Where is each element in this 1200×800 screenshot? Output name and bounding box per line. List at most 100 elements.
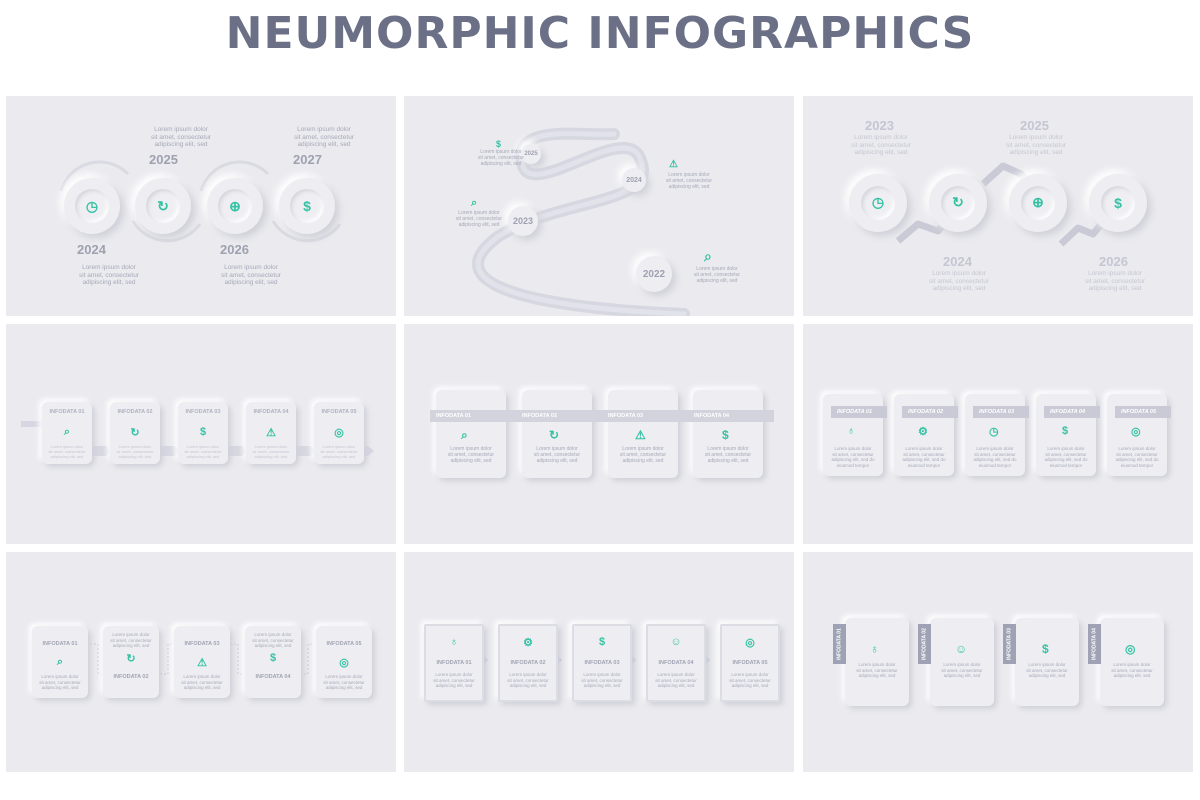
info-card: ◎ INFODATA 05 Lorem ipsum dolor sit amet… — [720, 624, 780, 702]
target-icon: ◎ — [334, 427, 344, 439]
dollar-icon: $ — [199, 426, 207, 438]
info-card: INFODATA 04 ⚠ Lorem ipsum dolor sit amet… — [246, 402, 296, 464]
year-label: 2025 — [524, 151, 538, 157]
tab-label: INFODATA 05 — [1115, 406, 1171, 418]
tab-label: INFODATA 03 — [973, 406, 1029, 418]
lorem-text: Lorem ipsum dolor sit amet, consectetur … — [116, 444, 154, 459]
info-card — [930, 618, 994, 706]
lorem-text: Lorem ipsum dolor sit amet, consectetur … — [1085, 270, 1145, 292]
panel-arrow-timeline: ◷ ↻ ⊕ $ 2023 Lorem ipsum dolor sit amet,… — [803, 96, 1193, 316]
card-label: INFODATA 03 — [584, 660, 620, 666]
year-label: 2023 — [865, 118, 894, 133]
info-card — [522, 390, 592, 478]
head-icon: ☺ — [670, 636, 682, 648]
card-label: INFODATA 04 — [255, 674, 291, 680]
tab-label: INFODATA 01 — [831, 406, 887, 418]
info-card — [1100, 618, 1164, 706]
lorem-text: Lorem ipsum dolor sit amet, consectetur … — [477, 149, 525, 167]
ribbon-label: INFODATA 03 — [602, 410, 688, 422]
side-tab-label: INFODATA 03 — [1003, 624, 1016, 664]
target-icon: ◎ — [1131, 426, 1141, 438]
lorem-text: Lorem ipsum dolor sit amet, consectetur … — [48, 444, 86, 459]
lorem-text: Lorem ipsum dolor sit amet, consectetur … — [851, 134, 911, 156]
target-icon: ◎ — [339, 657, 349, 669]
side-tab-label: INFODATA 01 — [833, 624, 846, 664]
year-label: 2024 — [626, 176, 642, 184]
warning-icon: ⚠ — [635, 428, 646, 442]
card-label: INFODATA 01 — [436, 660, 472, 666]
lorem-text: Lorem ipsum dolor sit amet, consectetur … — [533, 446, 581, 464]
lightbulb-icon: ♁ — [847, 425, 856, 437]
refresh-icon: ↻ — [130, 427, 140, 439]
info-card — [608, 390, 678, 478]
card-label: INFODATA 05 — [326, 641, 362, 647]
lorem-text: Lorem ipsum dolor sit amet, consectetur … — [79, 264, 139, 286]
dollar-icon: $ — [1042, 642, 1049, 656]
card-label: INFODATA 03 — [184, 641, 220, 647]
target-icon: ◎ — [745, 637, 755, 649]
lorem-text: Lorem ipsum dolor sit amet, consectetur … — [1111, 662, 1153, 678]
year-label: 2022 — [642, 268, 666, 280]
lorem-text: Lorem ipsum dolor sit amet, consectetur … — [184, 444, 222, 459]
head-icon: ☺ — [955, 642, 968, 656]
timeline-circle: ⊕ — [207, 178, 263, 234]
panel-circle-timeline: ◷ ↻ ⊕ $ Lorem ipsum dolor sit amet, cons… — [6, 96, 396, 316]
side-tab-label: INFODATA 04 — [1088, 624, 1101, 664]
info-card — [436, 390, 506, 478]
clock-icon: ◷ — [75, 189, 109, 223]
lorem-text: Lorem ipsum dolor sit amet, consectetur … — [323, 674, 365, 690]
search-icon: ⌕ — [471, 197, 478, 209]
ribbon-label: INFODATA 01 — [430, 410, 516, 422]
dollar-icon: $ — [722, 428, 729, 442]
card-label: INFODATA 04 — [658, 660, 694, 666]
info-card: $ INFODATA 04 — [245, 626, 301, 698]
lorem-text: Lorem ipsum dolor sit amet, consectetur … — [320, 444, 358, 459]
lightbulb-icon: ♁ — [870, 642, 879, 656]
lorem-text: Lorem ipsum dolor sit amet, consectetur … — [447, 446, 495, 464]
lorem-text: Lorem ipsum dolor sit amet, consectetur … — [1026, 662, 1068, 678]
panel-ribbon-cards: INFODATA 01 INFODATA 02 INFODATA 03 INFO… — [404, 324, 794, 544]
lorem-text: Lorem ipsum dolor sit amet, consectetur … — [1115, 446, 1159, 468]
search-icon: ⌕ — [63, 426, 71, 438]
lorem-text: Lorem ipsum dolor sit amet, consectetur … — [294, 126, 354, 148]
side-tab-label: INFODATA 02 — [918, 624, 931, 664]
card-label: INFODATA 01 — [49, 409, 85, 415]
lorem-text: Lorem ipsum dolor sit amet, consectetur … — [581, 672, 623, 688]
timeline-circle: ◷ — [849, 174, 907, 232]
tab-label: INFODATA 02 — [902, 406, 958, 418]
card-label: INFODATA 02 — [113, 674, 149, 680]
refresh-icon: ↻ — [940, 185, 976, 221]
timeline-circle: ◷ — [64, 178, 120, 234]
card-label: INFODATA 01 — [42, 641, 78, 647]
timeline-circle: ⊕ — [1009, 174, 1067, 232]
lorem-text: Lorem ipsum dolor sit amet, consectetur … — [151, 126, 211, 148]
info-card — [845, 618, 909, 706]
year-pin: 2023 — [508, 206, 538, 236]
panel-card-chain: INFODATA 01 ⌕ Lorem ipsum dolor sit amet… — [6, 324, 396, 544]
ribbon-label: INFODATA 02 — [516, 410, 602, 422]
lorem-text: Lorem ipsum dolor sit amet, consectetur … — [929, 270, 989, 292]
info-card: INFODATA 05 ◎ Lorem ipsum dolor sit amet… — [314, 402, 364, 464]
timeline-circle: ↻ — [929, 174, 987, 232]
timeline-circle: $ — [279, 178, 335, 234]
lorem-text: Lorem ipsum dolor sit amet, consectetur … — [507, 672, 549, 688]
tab-label: INFODATA 04 — [1044, 406, 1100, 418]
info-card: INFODATA 01 ⌕ Lorem ipsum dolor sit amet… — [42, 402, 92, 464]
year-label: 2027 — [293, 152, 322, 167]
info-card: INFODATA 05 ◎ Lorem ipsum dolor sit amet… — [316, 626, 372, 698]
lorem-text: Lorem ipsum dolor sit amet, consectetur … — [221, 264, 281, 286]
year-label: 2026 — [220, 242, 249, 257]
year-label: 2026 — [1099, 254, 1128, 269]
lorem-text: Lorem ipsum dolor sit amet, consectetur … — [455, 210, 503, 228]
info-card: ♁ INFODATA 01 Lorem ipsum dolor sit amet… — [424, 624, 484, 702]
lorem-text: Lorem ipsum dolor sit amet, consectetur … — [693, 266, 741, 284]
lorem-text: Lorem ipsum dolor sit amet, consectetur … — [619, 446, 667, 464]
dollar-icon: $ — [496, 139, 502, 149]
year-label: 2025 — [1020, 118, 1049, 133]
info-card — [693, 390, 763, 478]
search-icon: ⌕ — [56, 656, 64, 668]
year-label: 2023 — [512, 216, 534, 226]
card-label: INFODATA 03 — [185, 409, 221, 415]
ribbon-label: INFODATA 04 — [688, 410, 774, 422]
card-label: INFODATA 02 — [510, 660, 546, 666]
